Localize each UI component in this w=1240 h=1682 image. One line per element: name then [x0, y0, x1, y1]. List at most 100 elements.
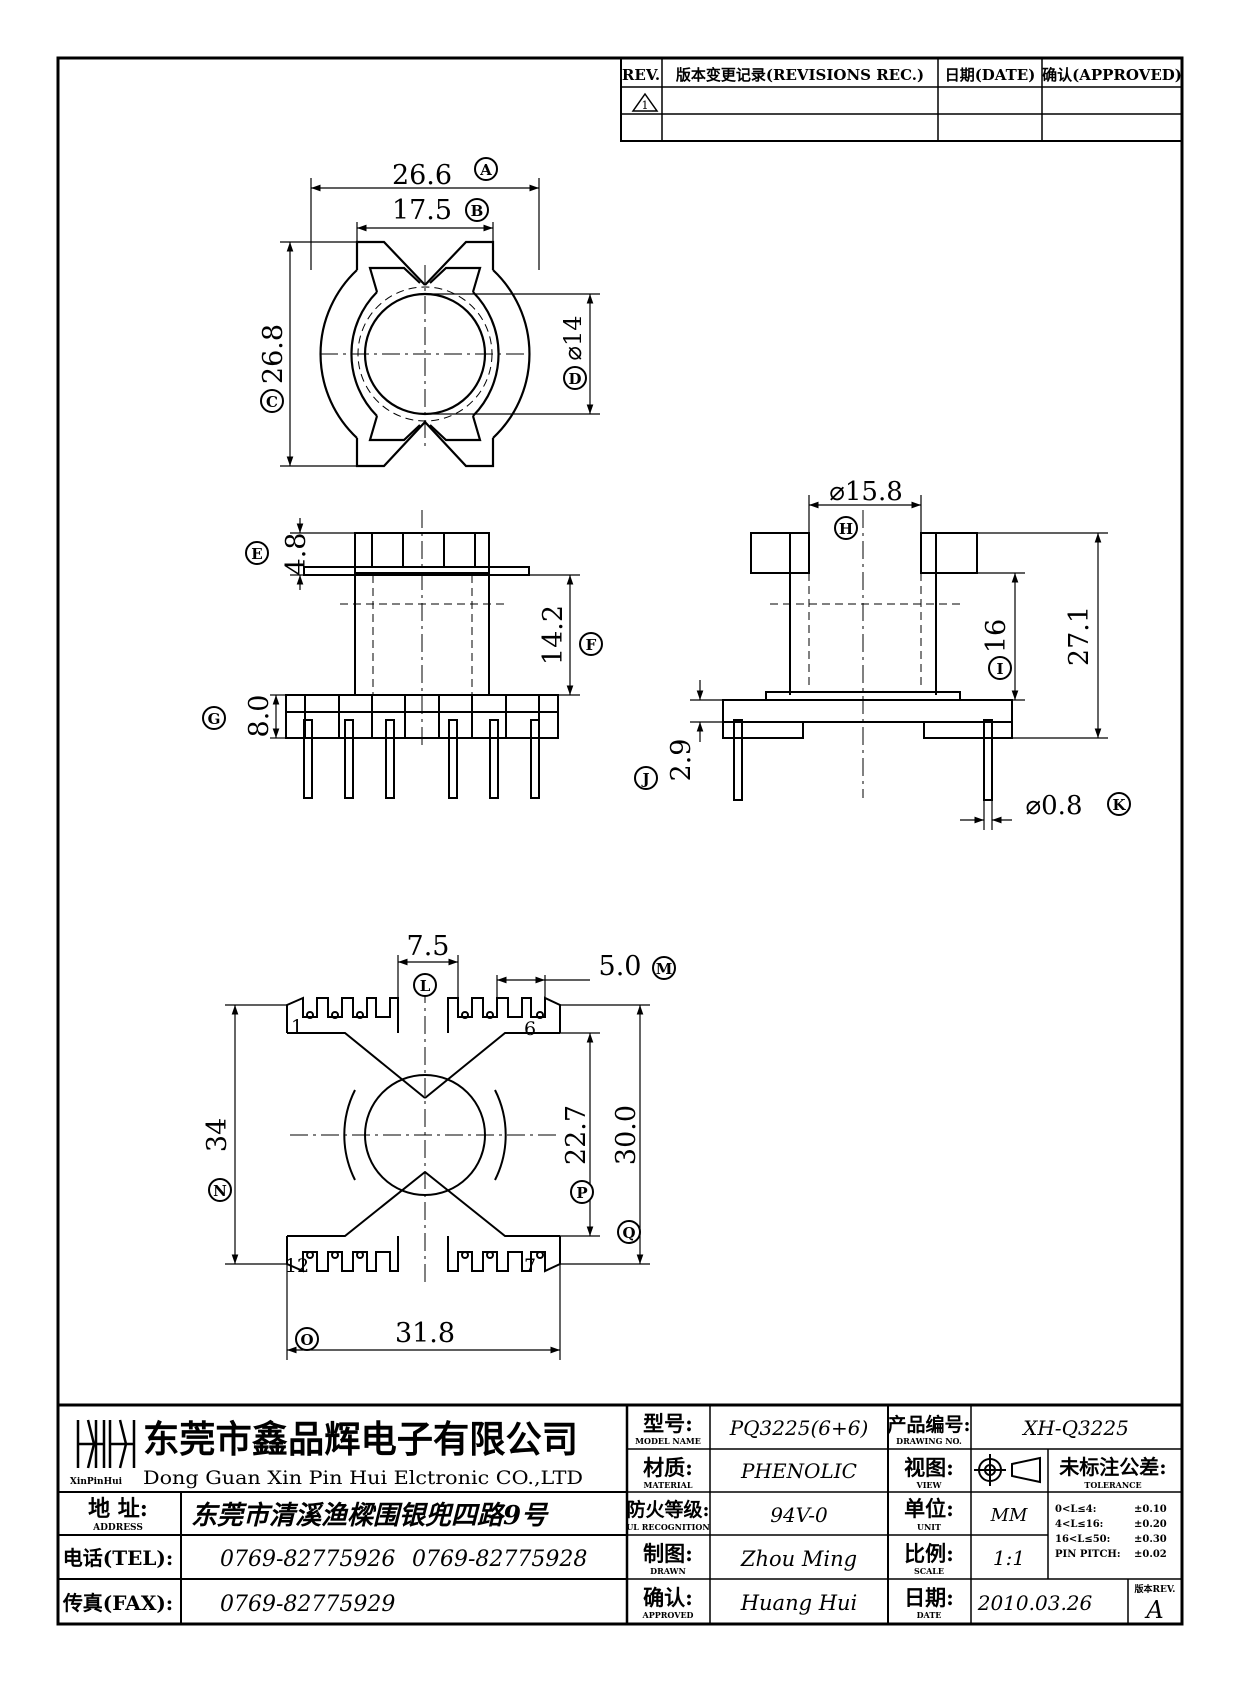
approved-value: Huang Hui [740, 1591, 858, 1615]
dim-g-value: 8.0 [244, 695, 275, 738]
dim-f-value: 14.2 [538, 605, 569, 665]
dim-o-value: 31.8 [395, 1318, 455, 1349]
svg-text:L: L [420, 977, 431, 995]
drawn-label-en: DRAWN [650, 1566, 686, 1576]
svg-text:D: D [568, 370, 581, 388]
ul-value: 94V-0 [770, 1503, 828, 1527]
model-value: PQ3225(6+6) [729, 1416, 869, 1440]
dim-j-value: 2.9 [666, 739, 697, 782]
balloon-i: I [988, 656, 1012, 680]
revision-table [620, 57, 1183, 142]
balloon-n: N [208, 1178, 232, 1202]
title-block [58, 1403, 1182, 1624]
ul-label-en: UL RECOGNITION [626, 1522, 709, 1532]
sheet-border [56, 56, 1184, 1626]
company-name-cn: 东莞市鑫品辉电子有限公司 [143, 1417, 578, 1461]
svg-text:4<L≤16:: 4<L≤16: [1055, 1519, 1103, 1530]
unit-label: 单位: [904, 1496, 954, 1521]
balloon-p: P [570, 1180, 594, 1204]
drawing-no-label: 产品编号: [887, 1413, 970, 1436]
balloon-b: B [465, 198, 489, 222]
pin-label-12: 12 [285, 1255, 309, 1277]
svg-text:±0.30: ±0.30 [1134, 1534, 1167, 1545]
svg-text:B: B [471, 202, 484, 220]
svg-text:N: N [213, 1182, 227, 1200]
tel-value-2: 0769-82775928 [412, 1547, 587, 1572]
drawing-no-value: XH-Q3225 [1021, 1416, 1129, 1440]
address-label: 地 址: [88, 1496, 148, 1522]
svg-text:16<L≤50:: 16<L≤50: [1055, 1534, 1110, 1545]
svg-text:0<L≤4:: 0<L≤4: [1055, 1504, 1096, 1515]
balloon-m: M [652, 956, 676, 980]
svg-text:±0.02: ±0.02 [1134, 1549, 1167, 1560]
svg-text:±0.20: ±0.20 [1134, 1519, 1167, 1530]
material-value: PHENOLIC [740, 1459, 857, 1483]
drawn-label: 制图: [643, 1541, 693, 1566]
dim-m-value: 5.0 [599, 951, 642, 982]
svg-text:G: G [208, 710, 221, 728]
model-label: 型号: [643, 1411, 693, 1436]
approved-label-en: APPROVED [642, 1610, 694, 1620]
dim-b-value: 17.5 [392, 195, 452, 226]
balloon-k: K [1107, 792, 1131, 816]
balloon-f: F [579, 632, 603, 656]
date-label-en: DATE [917, 1610, 942, 1620]
material-label-en: MATERIAL [644, 1480, 693, 1490]
svg-text:O: O [300, 1331, 313, 1349]
date-value: 2010.03.26 [977, 1591, 1093, 1615]
dim-n-value: 34 [202, 1118, 233, 1152]
rev-value: A [1144, 1596, 1163, 1624]
revisions-header: 版本变更记录(REVISIONS REC.) [676, 66, 924, 84]
address-label-en: ADDRESS [92, 1523, 143, 1533]
balloon-q: Q [617, 1220, 641, 1244]
dim-q-value: 30.0 [611, 1105, 642, 1165]
svg-text:P: P [576, 1184, 587, 1202]
dim-c-value: 26.8 [258, 324, 289, 384]
svg-text:C: C [266, 393, 278, 411]
model-label-en: MODEL NAME [635, 1436, 701, 1446]
fax-value: 0769-82775929 [220, 1592, 395, 1617]
date-label: 日期: [904, 1585, 954, 1610]
balloon-o: O [295, 1327, 319, 1351]
dim-k-value: ⌀0.8 [1025, 791, 1082, 821]
ul-label: 防火等级: [626, 1498, 709, 1521]
balloon-e: E [245, 541, 269, 565]
balloon-j: J [634, 766, 658, 790]
svg-text:J: J [640, 770, 649, 788]
svg-text:I: I [996, 660, 1003, 678]
balloon-h: H [834, 516, 858, 540]
balloon-a: A [474, 157, 498, 181]
unit-label-en: UNIT [917, 1522, 941, 1532]
view-label: 视图: [904, 1455, 954, 1480]
rev-header: REV. [622, 66, 660, 84]
svg-text:M: M [656, 960, 673, 978]
logo-text: XinPinHui [70, 1477, 123, 1487]
balloon-l: L [413, 973, 437, 997]
company-logo [76, 1419, 136, 1469]
dim-i-value: 16 [981, 619, 1012, 653]
svg-text:A: A [479, 161, 492, 179]
svg-text:F: F [586, 636, 597, 654]
scale-label-en: SCALE [914, 1566, 944, 1576]
dim-p-value: 22.7 [561, 1105, 592, 1165]
date-header: 日期(DATE) [945, 66, 1036, 84]
scale-value: 1:1 [993, 1546, 1025, 1570]
dim-d-value: ⌀14 [559, 316, 587, 361]
tel-value-1: 0769-82775926 [220, 1547, 395, 1572]
third-angle-projection-icon [974, 1454, 1041, 1486]
fax-label: 传真(FAX): [62, 1591, 173, 1615]
rev-mark: 1 [642, 99, 649, 112]
drawing-no-label-en: DRAWING NO. [896, 1436, 962, 1446]
material-label: 材质: [643, 1455, 693, 1480]
tolerance-label: 未标注公差: [1059, 1455, 1166, 1479]
drawn-value: Zhou Ming [740, 1547, 857, 1571]
scale-label: 比例: [904, 1541, 954, 1566]
dim-l-value: 7.5 [407, 931, 450, 962]
balloon-c: C [260, 389, 284, 413]
pin-label-6: 6 [524, 1018, 536, 1040]
svg-text:±0.10: ±0.10 [1134, 1504, 1167, 1515]
svg-text:Q: Q [622, 1224, 635, 1242]
approved-header: 确认(APPROVED) [1042, 66, 1182, 84]
unit-value: MM [990, 1505, 1028, 1526]
